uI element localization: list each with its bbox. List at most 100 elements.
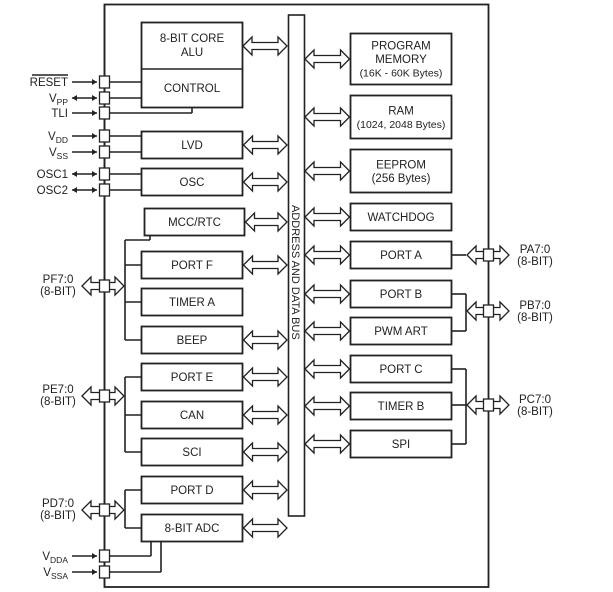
block-beep: BEEP	[140, 325, 288, 355]
lvd-box	[140, 130, 244, 160]
pin-vss: VSS	[49, 145, 142, 161]
pin-vdda: VDDA	[42, 541, 152, 565]
bus-label: ADDRESS AND DATA BUS	[289, 205, 301, 340]
port-e-box	[140, 362, 244, 392]
osc2-signal-arrow-head	[92, 187, 97, 193]
osc-bus-arrow	[242, 171, 288, 193]
eeprom-label-line-2: (256 Bytes)	[372, 173, 431, 185]
can-bus-arrow	[242, 404, 288, 426]
port-b-bus-arrow	[304, 283, 351, 305]
ram-label-line-2: (1024, 2048 Bytes)	[357, 119, 446, 131]
block-eeprom: EEPROM(256 Bytes)	[304, 148, 453, 194]
osc2-pin-pad	[98, 183, 111, 197]
pin-tli: TLI	[51, 106, 193, 120]
program-memory-bus-arrow	[304, 48, 351, 70]
vdd-signal-arrow-head	[92, 133, 97, 139]
timer-b-label-line-1: TIMER B	[378, 401, 425, 413]
beep-bus-arrow	[242, 329, 288, 351]
port-f-bus-arrow	[242, 254, 288, 276]
vssa-label: VSSA	[43, 567, 68, 581]
vss-signal-arrow-head	[92, 149, 97, 155]
timer-a-label: TIMER A	[169, 297, 215, 309]
port-group-pc: PC7:0(8-BIT)	[452, 368, 553, 445]
vdd-label-sub: DD	[56, 135, 68, 145]
pe-label-line-1: PE7:0	[42, 384, 73, 396]
pd-label-line-1: PD7:0	[42, 498, 74, 510]
alu-label-line-2: ALU	[181, 47, 203, 59]
pin-reset: RESET	[30, 74, 142, 89]
sci-label: SCI	[182, 447, 201, 459]
block-pwm-art: PWM ART	[304, 316, 453, 346]
mcc-rtc-label: MCC/RTC	[168, 217, 221, 229]
timer-b-bus-arrow	[304, 395, 351, 417]
block-timer-a: TIMER A	[140, 287, 244, 317]
ram-bus-arrow	[304, 106, 351, 128]
program-memory-label-line-3: (16K - 60K Bytes)	[360, 68, 443, 80]
vdda-label: VDDA	[42, 551, 68, 565]
pb-label-line-1: PB7:0	[519, 300, 550, 312]
vpp-label-main: V	[49, 93, 57, 105]
beep-label: BEEP	[177, 335, 208, 347]
bus-bar	[287, 14, 306, 517]
block-ram: RAM(1024, 2048 Bytes)	[304, 94, 453, 140]
tli-label: TLI	[51, 108, 68, 120]
can-label: CAN	[180, 410, 204, 422]
block-lvd: LVD	[140, 130, 288, 160]
port-d-bus-arrow	[242, 479, 288, 501]
sci-bus-arrow	[242, 441, 288, 463]
eeprom-box	[349, 148, 453, 194]
pin-osc2: OSC2	[37, 183, 142, 197]
adc-box	[140, 513, 244, 543]
reset-label-main: RESET	[30, 77, 68, 89]
port-c-box	[349, 354, 453, 384]
block-mcc-rtc: MCC/RTC	[143, 207, 288, 237]
port-group-pe: PE7:0(8-BIT)	[40, 376, 142, 453]
block-osc: OSC	[140, 167, 288, 197]
osc1-label: OSC1	[37, 169, 68, 181]
port-e-label: PORT E	[171, 372, 214, 384]
adc-label: 8-BIT ADC	[165, 523, 220, 535]
block-port-c: PORT C	[304, 354, 453, 384]
vssa-signal-arrow-head	[92, 569, 97, 575]
block-port-b: PORT B	[304, 279, 453, 309]
lvd-label: LVD	[181, 140, 203, 152]
port-a-bus-arrow	[304, 244, 351, 266]
pin-vdd: VDD	[48, 129, 142, 145]
port-e-bus-arrow	[242, 366, 288, 388]
pc-label-line-2: (8-BIT)	[517, 406, 553, 418]
reset-signal-arrow-head	[92, 79, 97, 85]
core-alu-box	[140, 21, 244, 109]
spi-label-line-1: SPI	[392, 439, 411, 451]
timer-b-box	[349, 391, 453, 421]
block-spi: SPI	[304, 429, 453, 459]
port-group-pf: PF7:0(8-BIT)	[40, 235, 151, 341]
pe-label-line-2: (8-BIT)	[40, 396, 76, 408]
vdda-label-sub: DDA	[50, 555, 68, 565]
block-timer-b: TIMER B	[304, 391, 453, 421]
lvd-bus-arrow	[242, 134, 288, 156]
block-can: CAN	[140, 400, 288, 430]
pin-vssa: VSSA	[43, 541, 162, 581]
eeprom-bus-arrow	[304, 160, 351, 182]
osc1-label-main: OSC1	[37, 169, 68, 181]
program-memory-label-line-1: PROGRAM	[371, 41, 430, 53]
tli-pin-pad	[98, 106, 111, 120]
vpp-label-sub: PP	[57, 97, 69, 107]
vdda-pin-pad	[98, 549, 111, 563]
vpp-pin-pad	[98, 91, 111, 105]
vpp-signal-arrow-head	[92, 95, 97, 101]
vdda-label-main: V	[42, 551, 50, 563]
core-block: 8-BIT CORE ALU CONTROL	[140, 21, 244, 109]
block-watchdog: WATCHDOG	[304, 202, 453, 232]
pf-pin-pad	[98, 279, 111, 293]
port-c-bus-arrow	[304, 358, 351, 380]
can-box	[140, 400, 244, 430]
vdda-signal-arrow-head	[92, 553, 97, 559]
pd-label-line-2: (8-BIT)	[40, 510, 76, 522]
mcc-rtc-bus-arrow	[244, 211, 288, 233]
pf-label-line-2: (8-BIT)	[40, 286, 76, 298]
port-b-box	[349, 279, 453, 309]
watchdog-bus-arrow	[304, 206, 351, 228]
